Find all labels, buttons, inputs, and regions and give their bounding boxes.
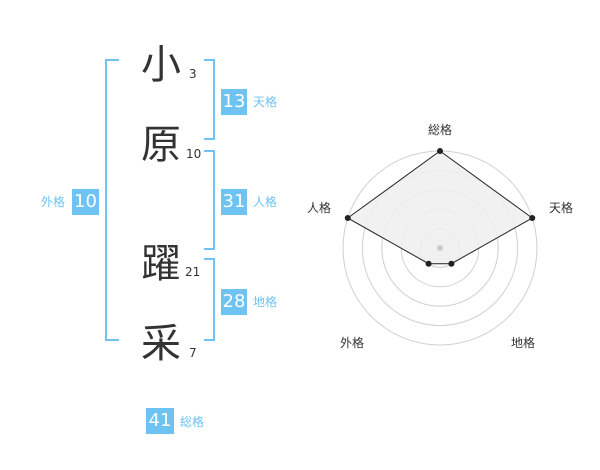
radar-label-gaikaku: 外格 bbox=[340, 336, 365, 350]
gaikaku-badge: 10 bbox=[72, 189, 99, 215]
tenkaku-label: 天格 bbox=[253, 95, 278, 109]
stroke-count-3: 21 bbox=[185, 265, 201, 279]
gaikaku-label: 外格 bbox=[41, 195, 66, 209]
chikaku-badge: 28 bbox=[221, 289, 247, 315]
radar-label-tenkaku: 天格 bbox=[549, 201, 574, 215]
radar-point-1 bbox=[437, 148, 443, 154]
radar-label-soukaku: 総格 bbox=[428, 123, 453, 137]
name-char-1: 小 bbox=[141, 42, 181, 88]
stroke-count-2: 10 bbox=[186, 147, 202, 161]
radar-point-3 bbox=[448, 260, 455, 267]
name-char-2: 原 bbox=[141, 122, 181, 168]
radar-center-dot bbox=[437, 245, 443, 251]
soukaku-badge: 41 bbox=[146, 408, 174, 434]
chikaku-bracket bbox=[204, 258, 215, 341]
jinkaku-bracket bbox=[204, 150, 215, 250]
jinkaku-label: 人格 bbox=[253, 195, 278, 209]
chikaku-label: 地格 bbox=[253, 295, 278, 309]
radar-point-2 bbox=[529, 215, 536, 222]
radar-label-jinkaku: 人格 bbox=[307, 201, 332, 215]
radar-label-chikaku: 地格 bbox=[511, 336, 536, 350]
stroke-count-4: 7 bbox=[189, 346, 197, 360]
soukaku-label: 総格 bbox=[180, 415, 205, 429]
name-char-3: 躍 bbox=[141, 241, 181, 287]
outer-bracket bbox=[105, 59, 119, 341]
radar-polygon bbox=[346, 150, 534, 265]
radar-point-5 bbox=[344, 215, 351, 222]
jinkaku-badge: 31 bbox=[221, 189, 247, 215]
tenkaku-badge: 13 bbox=[221, 89, 247, 115]
tenkaku-bracket bbox=[204, 59, 215, 140]
name-char-4: 采 bbox=[141, 321, 181, 367]
stroke-count-1: 3 bbox=[189, 67, 197, 81]
radar-point-4 bbox=[425, 260, 432, 267]
